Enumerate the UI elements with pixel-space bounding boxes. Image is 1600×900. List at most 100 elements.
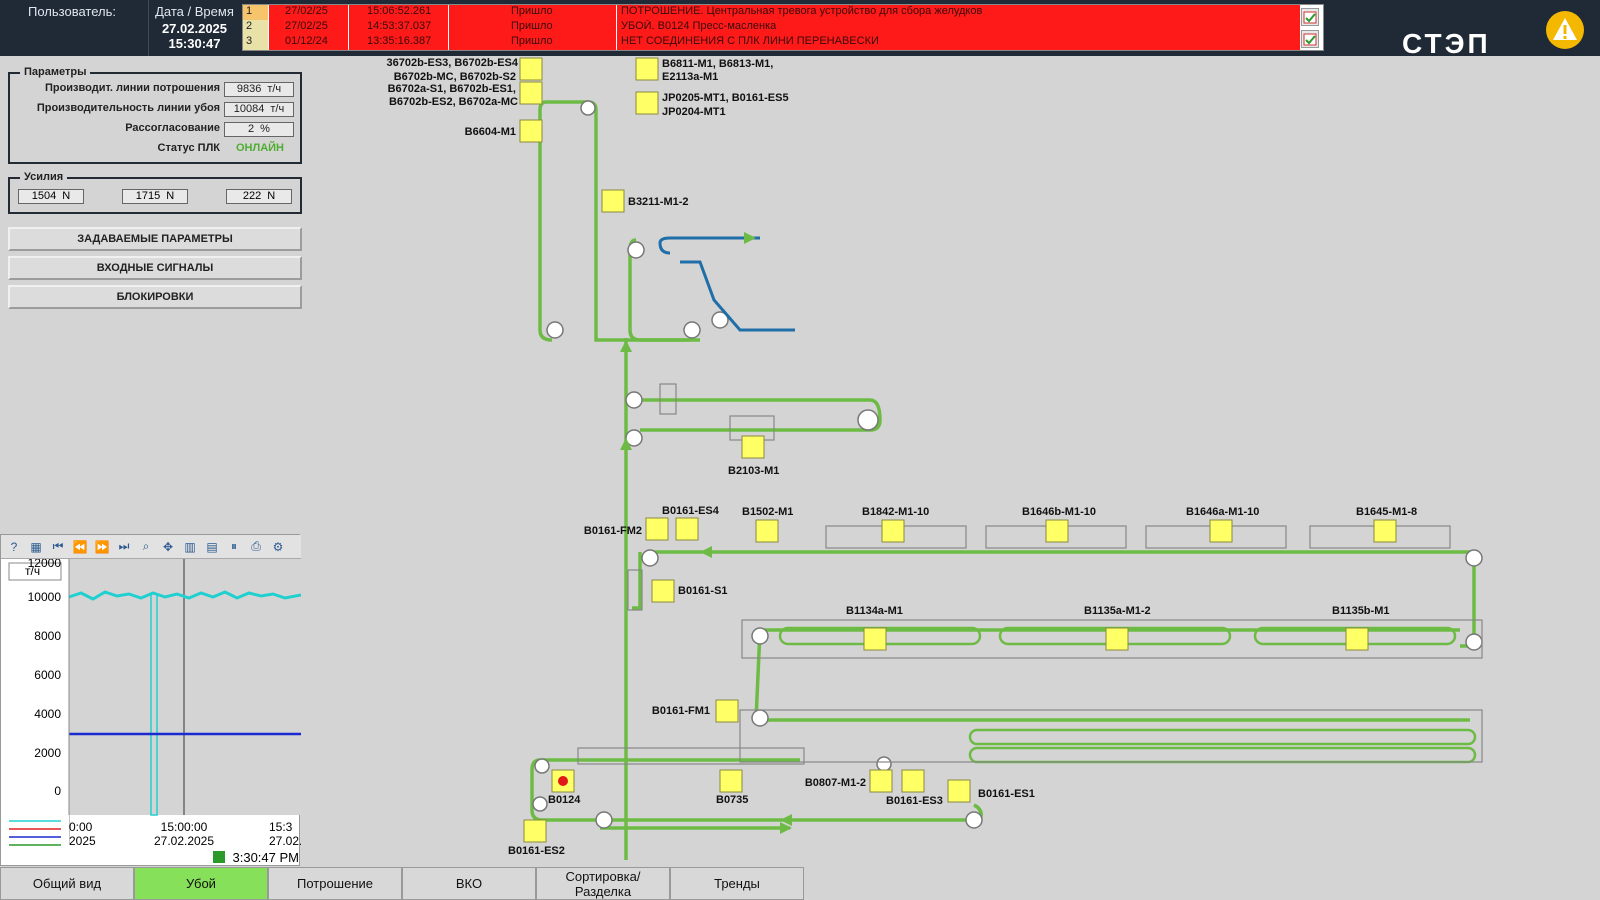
sensor-b1842[interactable] [881, 519, 905, 543]
sensor-es2[interactable] [523, 819, 547, 843]
sensor-label: B1645-M1-8 [1356, 506, 1417, 518]
sensor-box[interactable] [519, 57, 543, 81]
trend-chart: т/ч 12000 10000 8000 6000 4000 2000 0 0:… [1, 559, 301, 865]
plc-status: ОНЛАЙН [235, 142, 284, 154]
tab-sorting[interactable]: Сортировка/ Разделка [536, 867, 670, 900]
alarm-number: 1 [243, 5, 269, 20]
x-tick-date: 27.02. [269, 834, 301, 848]
sensor-fm1[interactable] [715, 699, 739, 723]
tab-slaughter[interactable]: Убой [134, 867, 268, 900]
warning-icon[interactable] [1545, 10, 1589, 55]
ruler-icon[interactable]: ▥ [184, 539, 196, 554]
plc-status-row: Статус ПЛК ОНЛАЙН [10, 142, 300, 158]
sensor-label: B0161-ES4 [662, 505, 720, 517]
sensor-b0807[interactable] [869, 769, 893, 793]
sensor-box[interactable] [635, 57, 659, 81]
sensor-b6604[interactable] [519, 119, 543, 143]
sensor-b1645[interactable] [1373, 519, 1397, 543]
plc-label: Статус ПЛК [157, 142, 220, 154]
current-date: 27.02.2025 [161, 21, 228, 36]
param-value-field: 2% [224, 122, 294, 137]
alarm-state: Пришло [449, 5, 617, 20]
set-params-button[interactable]: ЗАДАВАЕМЫЕ ПАРАМЕТРЫ [8, 227, 302, 251]
locks-button[interactable]: БЛОКИРОВКИ [8, 285, 302, 309]
sensor-box[interactable] [635, 91, 659, 115]
y-tick: 6000 [34, 668, 61, 682]
sensor-label: B1646a-M1-10 [1186, 506, 1259, 518]
sensor-label: B0124 [548, 794, 581, 806]
tab-evisceration[interactable]: Потрошение [268, 867, 402, 900]
sensor-b1502[interactable] [755, 519, 779, 543]
input-signals-button[interactable]: ВХОДНЫЕ СИГНАЛЫ [8, 256, 302, 280]
sensor-b1646b[interactable] [1045, 519, 1069, 543]
alarm-row[interactable]: 3 01/12/24 13:35:16.387 Пришло НЕТ СОЕДИ… [243, 35, 1323, 50]
print-icon[interactable]: ⎙ [251, 539, 261, 553]
rewind-icon[interactable]: ⏪ [72, 539, 88, 554]
sensor-b0735[interactable] [719, 769, 743, 793]
tab-vko[interactable]: ВКО [402, 867, 536, 900]
alarm-row[interactable]: 2 27/02/25 14:53:37.037 Пришло УБОЙ. B01… [243, 20, 1323, 35]
sensor-group[interactable]: B6811-M1, B6813-M1, E2113a-M1 JP0205-MT1… [635, 57, 789, 118]
alarm-list[interactable]: 1 27/02/25 15:06:52.261 Пришло ПОТРОШЕНИ… [242, 4, 1324, 51]
param-value: 10084 [233, 103, 265, 115]
clock-icon [213, 851, 225, 863]
pause-icon[interactable]: ⏸ [230, 539, 237, 553]
logo: СТЭП [1402, 28, 1491, 59]
sensor-label: B0161-FM1 [652, 705, 710, 717]
tab-trends[interactable]: Тренды [670, 867, 804, 900]
sensor-label: E2113a-M1 [662, 71, 718, 83]
y-tick: 2000 [34, 746, 61, 760]
first-page-icon[interactable]: ⏮ [52, 539, 64, 553]
datetime-block: Дата / Время 27.02.2025 15:30:47 [148, 0, 240, 56]
sensor-b3211[interactable] [601, 189, 625, 213]
bottom-tabs: Общий вид Убой Потрошение ВКО Сортировка… [0, 867, 1600, 900]
help-icon[interactable]: ? [10, 539, 18, 554]
x-tick-date: 2025 [69, 834, 96, 848]
alarm-date: 27/02/25 [269, 20, 349, 35]
param-value: 2 [248, 123, 255, 135]
params-panel: Параметры Производит. линии потрошения 9… [8, 66, 302, 164]
acknowledge-icon[interactable] [1301, 8, 1319, 26]
sensor-label: B6604-M1 [465, 126, 516, 138]
sensor-b1646a[interactable] [1209, 519, 1233, 543]
table-icon[interactable]: ▤ [206, 539, 218, 554]
pan-icon[interactable]: ✥ [162, 539, 174, 554]
sensor-group[interactable]: 36702b-ES3, B6702b-ES4 B6702b-MC, B6702b… [387, 57, 543, 108]
tab-overview[interactable]: Общий вид [0, 867, 134, 900]
trend-toolbar: ? ▦ ⏮ ⏪ ⏩ ⏭ ⌕ ✥ ▥ ▤ ⏸ ⎙ ⚙ [1, 535, 301, 559]
sensor-es3[interactable] [901, 769, 925, 793]
sensor-label: B0807-M1-2 [805, 777, 866, 789]
acknowledge-all-icon[interactable] [1301, 30, 1319, 48]
settings-icon[interactable]: ⚙ [272, 539, 284, 554]
sensor-b2103[interactable] [741, 435, 765, 459]
plot-area [69, 559, 301, 815]
alarm-date: 27/02/25 [269, 5, 349, 20]
sensor-label: B2103-M1 [728, 465, 779, 477]
zoom-icon[interactable]: ⌕ [142, 539, 150, 553]
sensor-b1135b[interactable] [1345, 627, 1369, 651]
sensor-label: B1135b-M1 [1332, 605, 1389, 617]
sensor-b1134a[interactable] [863, 627, 887, 651]
last-page-icon[interactable]: ⏭ [118, 539, 130, 553]
alarm-row[interactable]: 1 27/02/25 15:06:52.261 Пришло ПОТРОШЕНИ… [243, 5, 1323, 20]
calendar-icon[interactable]: ▦ [30, 539, 42, 554]
force-value: 222 [242, 190, 262, 202]
sensor-label: B0161-ES3 [886, 795, 943, 807]
forward-icon[interactable]: ⏩ [94, 539, 110, 554]
sensor-es4[interactable] [675, 517, 699, 541]
param-value: 9836 [236, 83, 262, 95]
force-value: 1504 [31, 190, 57, 202]
sensor-b1135a[interactable] [1105, 627, 1129, 651]
sensor-es1[interactable] [947, 779, 971, 803]
sensor-box[interactable] [519, 81, 543, 105]
sensor-s1[interactable] [651, 579, 675, 603]
sensor-fm2[interactable] [645, 517, 669, 541]
series-throughput-evisceration [68, 590, 301, 601]
legend-area [1, 815, 69, 845]
sensor-label: B1135a-M1-2 [1084, 605, 1151, 617]
alarm-state: Пришло [449, 35, 617, 50]
